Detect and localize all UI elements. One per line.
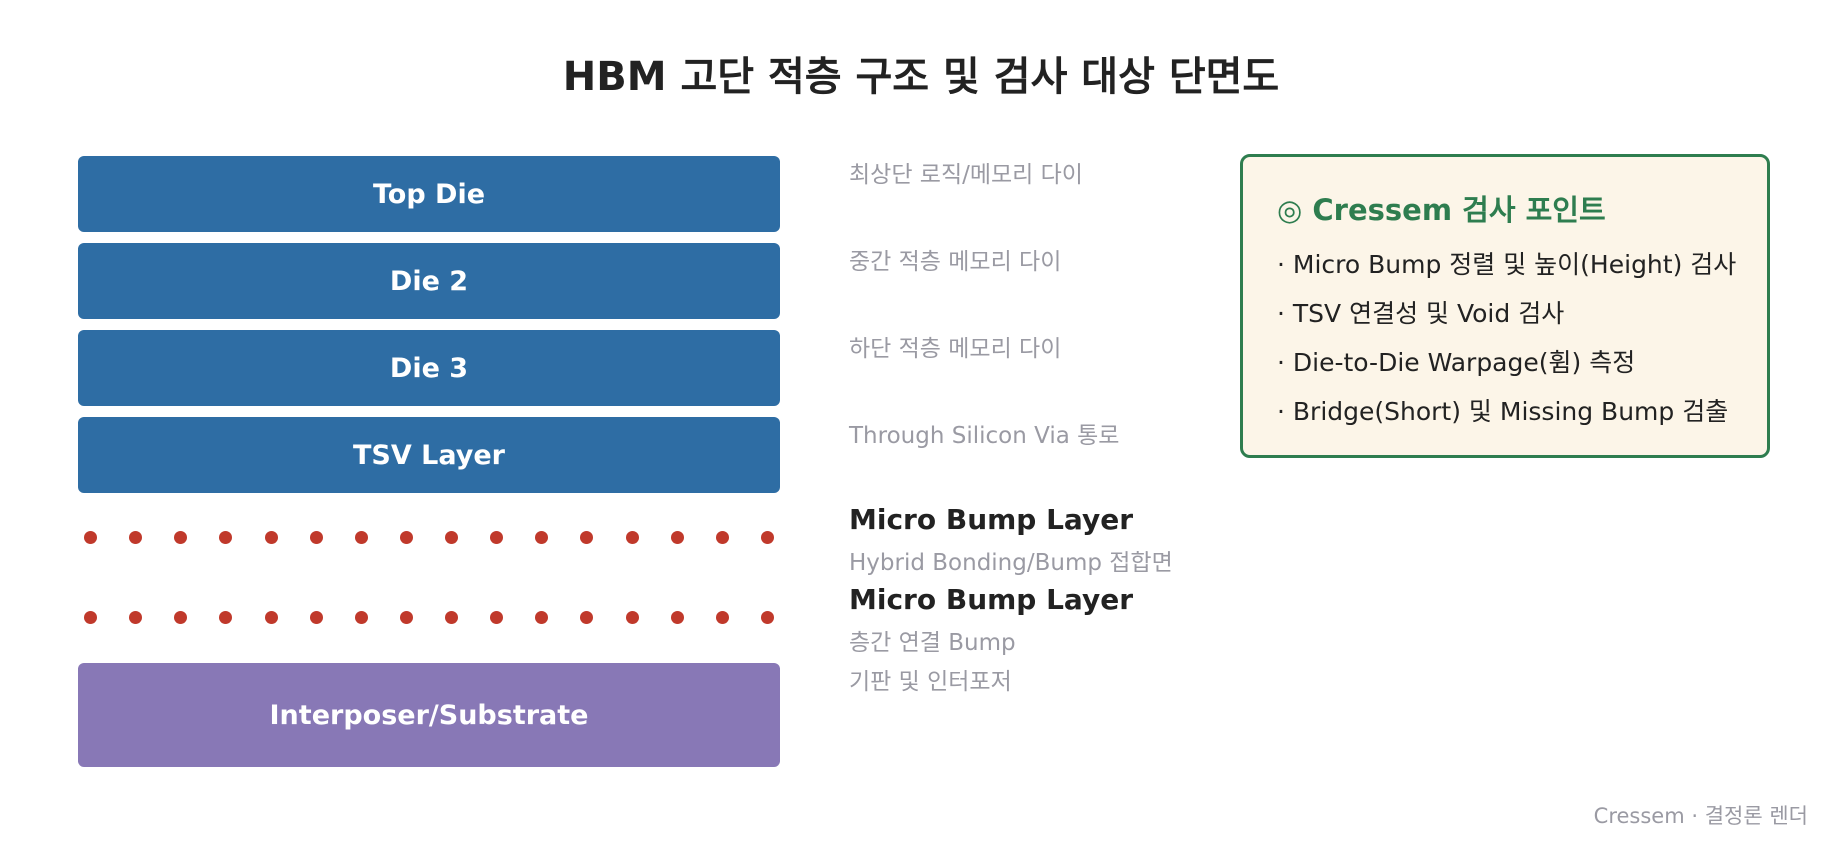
micro-bump [310,611,323,624]
micro-bump [535,531,548,544]
inspection-card-title: ◎ Cressem 검사 포인트 [1277,193,1606,227]
micro-bump [174,611,187,624]
bump-layer-title-upper: Micro Bump Layer [849,503,1134,536]
micro-bump [355,611,368,624]
inspection-item: · Bridge(Short) 및 Missing Bump 검출 [1277,397,1729,426]
micro-bump [761,611,774,624]
inspection-item: · Micro Bump 정렬 및 높이(Height) 검사 [1277,250,1737,279]
micro-bump-row-lower [78,611,780,625]
micro-bump [580,531,593,544]
micro-bump [84,611,97,624]
inspection-points-card: ◎ Cressem 검사 포인트 · Micro Bump 정렬 및 높이(He… [1240,154,1770,458]
micro-bump [355,531,368,544]
micro-bump [535,611,548,624]
micro-bump [580,611,593,624]
layer-label: Interposer/Substrate [269,699,589,731]
bump-layer-desc-upper: Hybrid Bonding/Bump 접합면 [849,550,1173,576]
micro-bump [671,611,684,624]
layer-die-2: Die 2 [78,243,780,319]
layer-label: Die 2 [389,265,469,297]
layer-label: Top Die [372,178,486,210]
diagram-title: HBM 고단 적층 구조 및 검사 대상 단면도 [562,54,1280,100]
micro-bump [219,531,232,544]
desc-tsv: Through Silicon Via 통로 [849,423,1120,449]
desc-die-3: 하단 적층 메모리 다이 [849,336,1062,362]
micro-bump [129,531,142,544]
micro-bump [400,611,413,624]
micro-bump [716,611,729,624]
micro-bump [490,611,503,624]
layer-substrate: Interposer/Substrate [78,663,780,767]
bump-layer-desc-lower: 층간 연결 Bump [849,630,1016,656]
micro-bump [129,611,142,624]
inspection-item: · Die-to-Die Warpage(휨) 측정 [1277,348,1636,377]
micro-bump [626,611,639,624]
micro-bump [445,611,458,624]
inspection-item: · TSV 연결성 및 Void 검사 [1277,299,1565,328]
micro-bump [265,611,278,624]
micro-bump [84,531,97,544]
layer-die-3: Die 3 [78,330,780,406]
micro-bump [490,531,503,544]
micro-bump [400,531,413,544]
desc-die-2: 중간 적층 메모리 다이 [849,249,1062,275]
micro-bump [265,531,278,544]
layer-tsv: TSV Layer [78,417,780,493]
desc-top-die: 최상단 로직/메모리 다이 [849,162,1083,188]
layer-label: Die 3 [389,352,469,384]
bump-layer-title-lower: Micro Bump Layer [849,583,1134,616]
layer-top-die: Top Die [78,156,780,232]
micro-bump [716,531,729,544]
micro-bump [174,531,187,544]
micro-bump [671,531,684,544]
micro-bump [310,531,323,544]
micro-bump-row-upper [78,531,780,545]
layer-label: TSV Layer [353,439,505,471]
footer-credit: Cressem · 결정론 렌더 [1593,804,1808,828]
micro-bump [626,531,639,544]
micro-bump [219,611,232,624]
micro-bump [761,531,774,544]
micro-bump [445,531,458,544]
desc-substrate: 기판 및 인터포저 [849,669,1012,695]
